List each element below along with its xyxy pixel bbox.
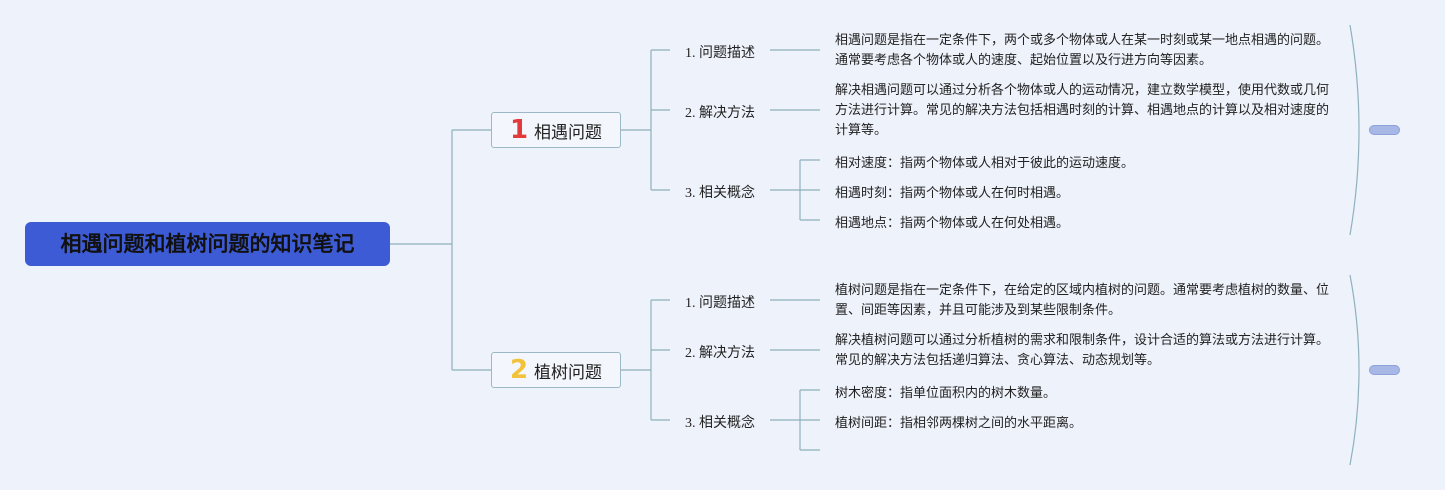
- branch-node-1[interactable]: 1 相遇问题: [491, 112, 621, 148]
- subtopic-b2-3[interactable]: 3. 相关概念: [685, 416, 755, 431]
- leaf-b2-1[interactable]: 树木密度：指单位面积内的树木数量。: [835, 386, 1057, 401]
- leaf-b2-2[interactable]: 植树间距：指相邻两棵树之间的水平距离。: [835, 416, 1083, 431]
- leaf-b1-3[interactable]: 相遇地点：指两个物体或人在何处相遇。: [835, 216, 1070, 231]
- description-b2-2[interactable]: 解决植树问题可以通过分析植树的需求和限制条件，设计合适的算法或方法进行计算。常见…: [835, 333, 1330, 368]
- summary-node-2[interactable]: [1369, 365, 1400, 375]
- number-badge-1: 1: [509, 115, 529, 145]
- leaf-b1-1[interactable]: 相对速度：指两个物体或人相对于彼此的运动速度。: [835, 156, 1135, 171]
- description-b1-1[interactable]: 相遇问题是指在一定条件下，两个或多个物体或人在某一时刻或某一地点相遇的问题。通常…: [835, 33, 1330, 68]
- description-b2-1[interactable]: 植树问题是指在一定条件下，在给定的区域内植树的问题。通常要考虑植树的数量、位置、…: [835, 283, 1330, 318]
- number-badge-2: 2: [509, 355, 529, 385]
- summary-node-1[interactable]: [1369, 125, 1400, 135]
- subtopic-b2-1[interactable]: 1. 问题描述: [685, 296, 755, 311]
- branch-label-1: 相遇问题: [534, 122, 603, 143]
- subtopic-b1-2[interactable]: 2. 解决方法: [685, 106, 755, 121]
- description-b1-2[interactable]: 解决相遇问题可以通过分析各个物体或人的运动情况，建立数学模型，使用代数或几何方法…: [835, 83, 1330, 138]
- summary-brace-1: [1349, 24, 1360, 236]
- leaf-b1-2[interactable]: 相遇时刻：指两个物体或人在何时相遇。: [835, 186, 1070, 201]
- branch-node-2[interactable]: 2 植树问题: [491, 352, 621, 388]
- subtopic-b2-2[interactable]: 2. 解决方法: [685, 346, 755, 361]
- root-node[interactable]: 相遇问题和植树问题的知识笔记: [25, 222, 390, 266]
- subtopic-b1-3[interactable]: 3. 相关概念: [685, 186, 755, 201]
- branch-label-2: 植树问题: [534, 362, 603, 383]
- subtopic-b1-1[interactable]: 1. 问题描述: [685, 46, 755, 61]
- summary-brace-2: [1349, 274, 1360, 466]
